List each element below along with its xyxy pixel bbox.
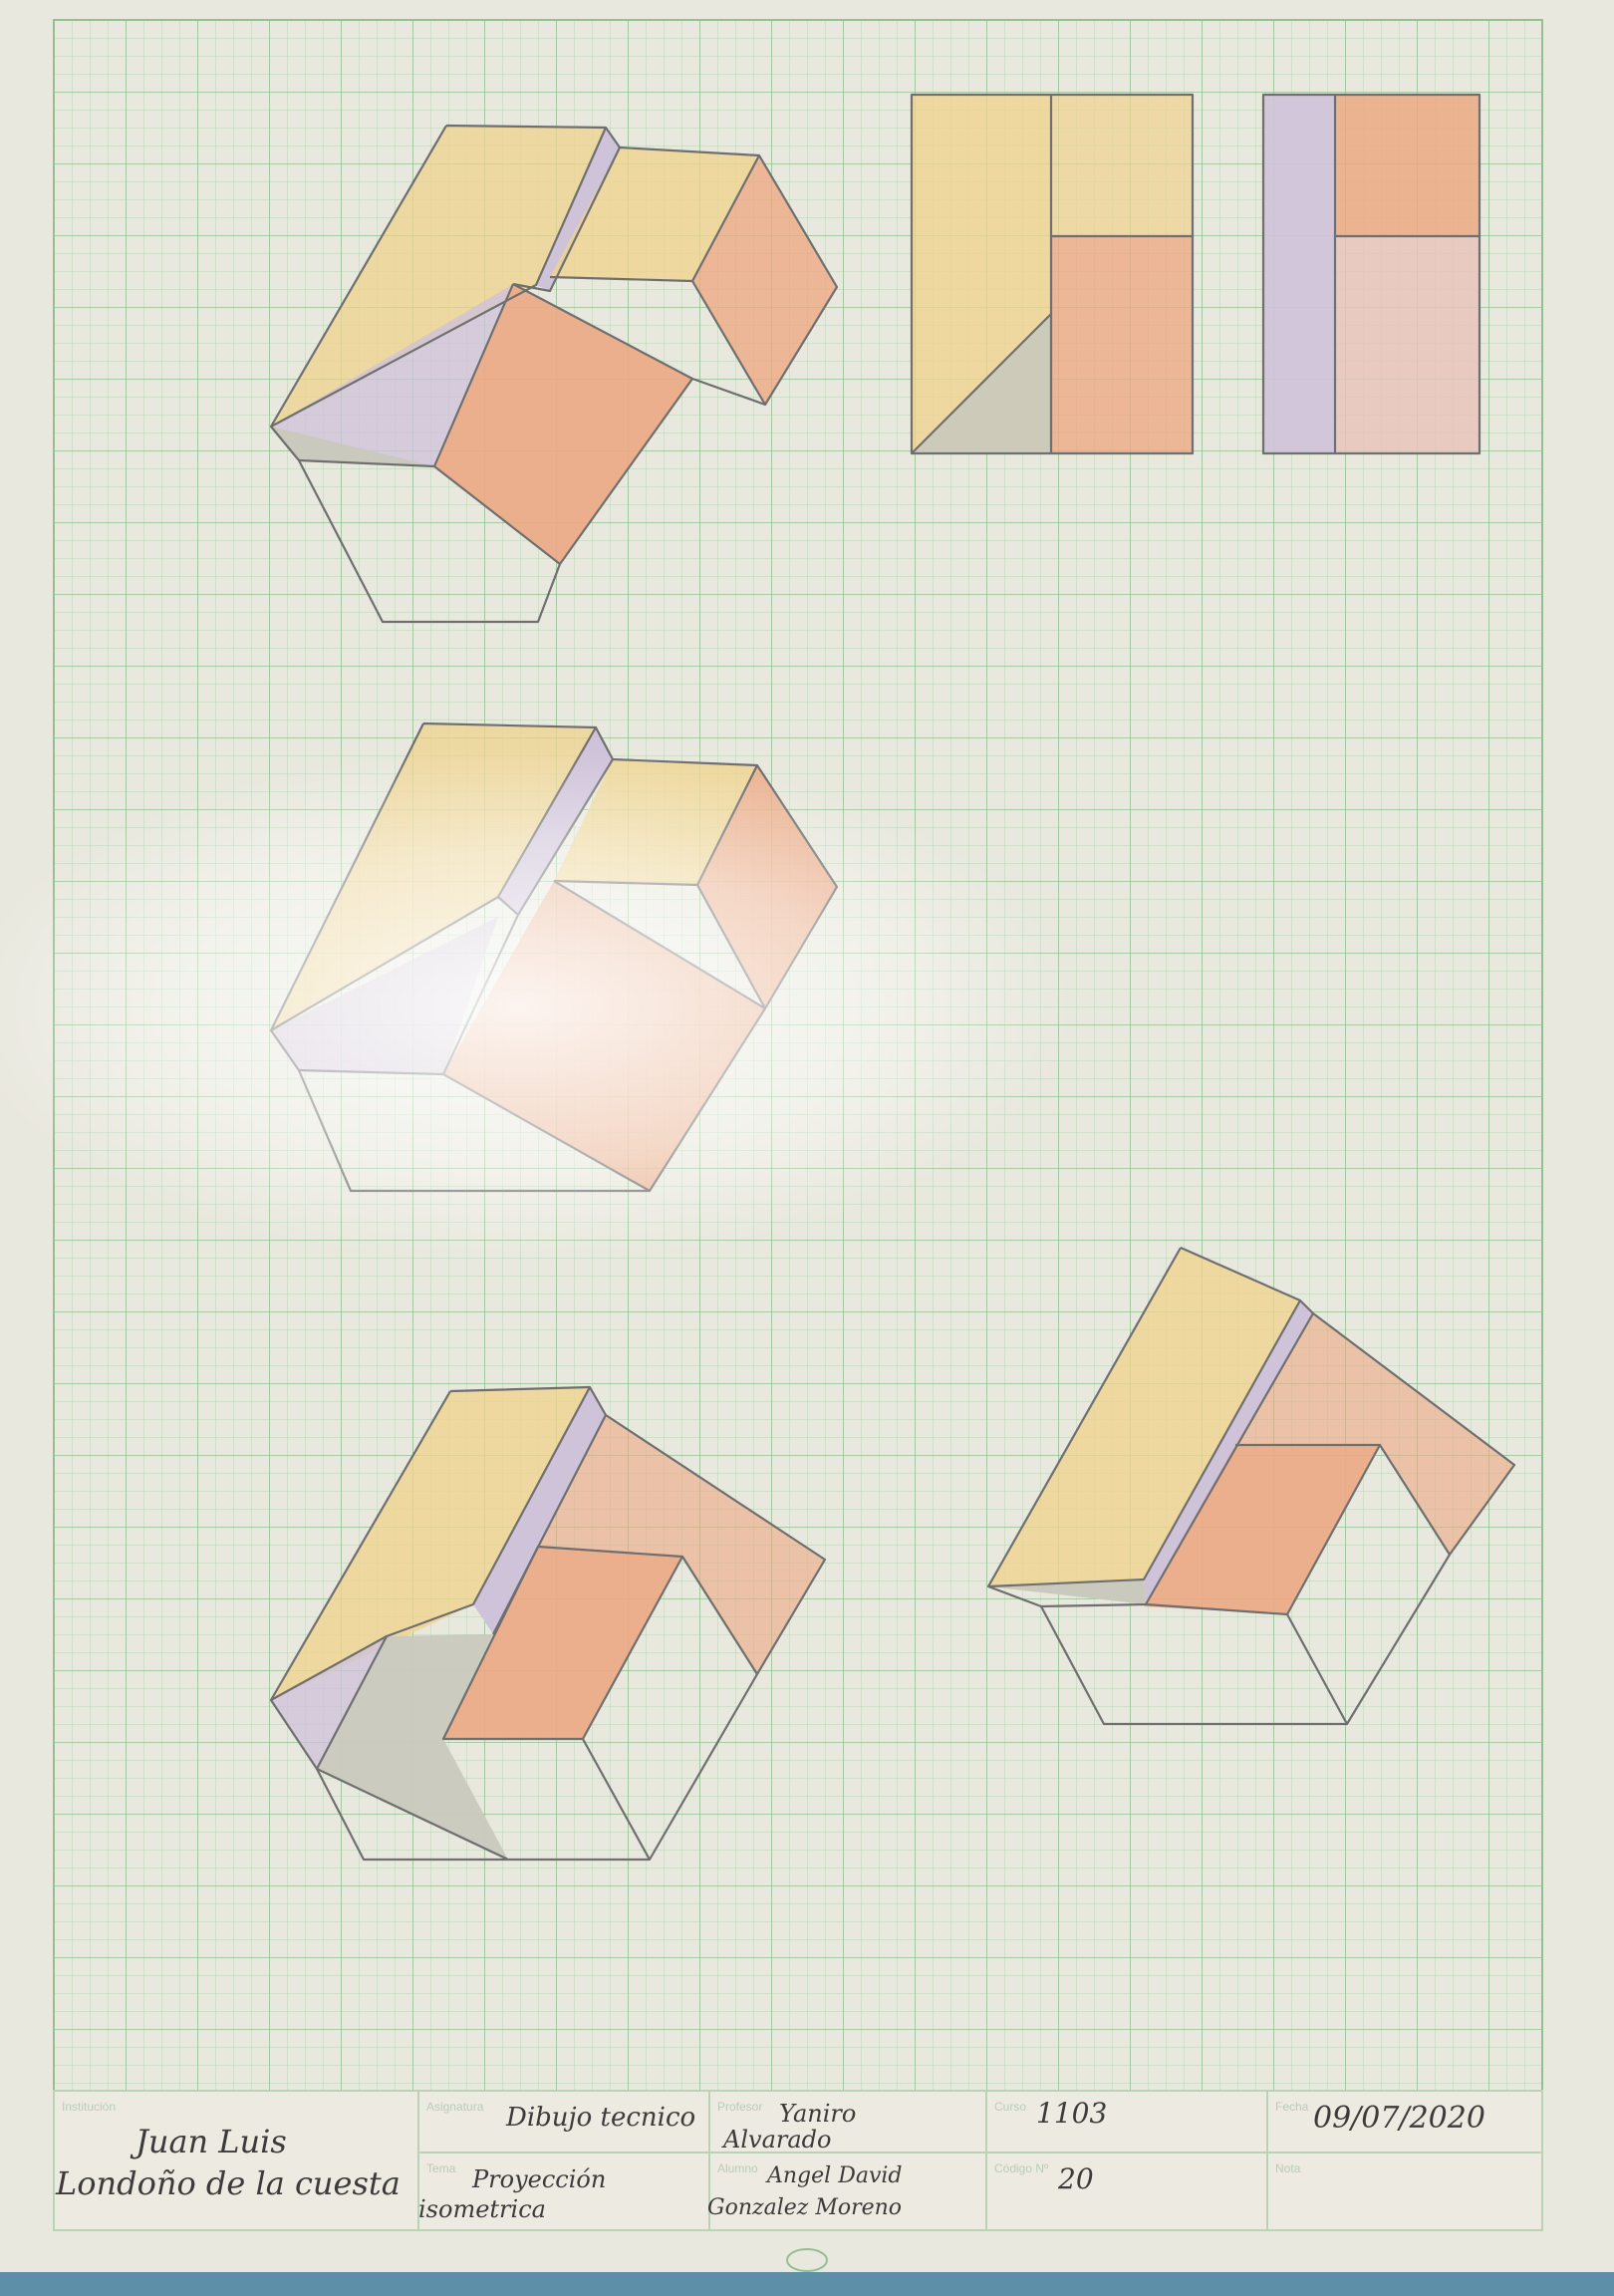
svg-text:Código Nº: Código Nº: [994, 2161, 1049, 2175]
subject-value: Dibujo tecnico: [506, 2103, 696, 2133]
svg-text:Institución: Institución: [62, 2100, 116, 2114]
isometric-view-3: [269, 1385, 827, 1862]
date-value: 09/07/2020: [1313, 2101, 1485, 2136]
svg-text:Alumno: Alumno: [717, 2161, 758, 2175]
code-value: 20: [1058, 2162, 1094, 2195]
isometric-view-1: [269, 124, 839, 624]
title-block: Institución Asignatura Profesor Curso Fe…: [53, 2090, 1543, 2231]
group-value: 1103: [1036, 2097, 1108, 2130]
svg-text:Asignatura: Asignatura: [426, 2100, 484, 2114]
page-number-oval-icon: [786, 2248, 828, 2272]
teacher-value: Yaniro Alvarado: [723, 2100, 857, 2153]
svg-text:Curso: Curso: [994, 2100, 1026, 2114]
light-glare: [0, 747, 1076, 1266]
svg-text:Profesor: Profesor: [717, 2100, 762, 2114]
isometric-view-4: [986, 1246, 1516, 1726]
svg-text:Fecha: Fecha: [1275, 2100, 1309, 2114]
side-view: [1261, 93, 1481, 455]
svg-text:Nota: Nota: [1275, 2161, 1301, 2175]
svg-text:Tema: Tema: [426, 2161, 456, 2175]
institution-value: Juan Luis Londoño de la cuesta: [56, 2123, 401, 2202]
student-value: Angel David Gonzalez Moreno: [707, 2163, 903, 2220]
topic-value: Proyección isometrica: [418, 2165, 607, 2223]
front-view: [910, 93, 1195, 455]
